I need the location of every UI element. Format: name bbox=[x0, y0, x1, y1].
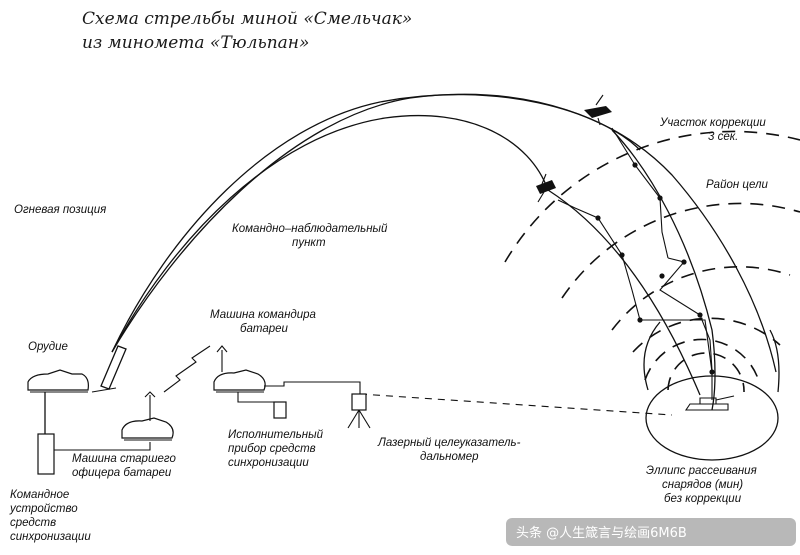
gun-label: Орудие bbox=[28, 341, 68, 353]
target-zone-arcs bbox=[504, 130, 800, 393]
battery-commander-label-2: батареи bbox=[240, 323, 289, 335]
command-sync-device-icon bbox=[37, 392, 55, 475]
dispersion-ellipse bbox=[643, 321, 780, 461]
laser-label-2: дальномер bbox=[420, 451, 479, 463]
tripod-icon bbox=[347, 393, 371, 429]
command-device-label-1: Командное bbox=[10, 489, 69, 501]
ellipse-label-1: Эллипс рассеивания bbox=[646, 465, 757, 477]
correction-paths bbox=[557, 127, 715, 400]
trajectory-lines bbox=[111, 93, 777, 411]
executive-device-label-1: Исполнительный bbox=[228, 429, 324, 441]
executive-device-label-3: синхронизации bbox=[228, 457, 309, 469]
command-device-label-2: устройство bbox=[9, 503, 78, 515]
fire-position-label: Огневая позиция bbox=[14, 204, 106, 216]
senior-officer-vehicle-icon bbox=[54, 391, 174, 451]
battery-commander-vehicle-icon bbox=[213, 345, 361, 404]
command-device-label-4: синхронизации bbox=[10, 531, 91, 543]
gun-vehicle-icon bbox=[27, 369, 89, 393]
correction-label-1: Участок коррекции bbox=[659, 117, 766, 129]
title-line-1: Схема стрельбы миной «Смельчак» bbox=[82, 9, 412, 29]
ellipse-label-2: снарядов (мин) bbox=[662, 479, 743, 491]
executive-sync-device-icon bbox=[273, 401, 287, 419]
mine-projectile-icon bbox=[536, 94, 612, 203]
lightning-icon bbox=[163, 345, 211, 393]
executive-device-label-2: прибор средств bbox=[228, 443, 316, 455]
target-area-label: Район цели bbox=[706, 179, 768, 191]
senior-officer-label-2: офицера батареи bbox=[72, 467, 172, 479]
title-line-2: из миномета «Тюльпан» bbox=[82, 33, 309, 53]
watermark: 头条 @人生箴言与绘画6M6B bbox=[506, 518, 796, 546]
mortar-icon bbox=[91, 345, 127, 393]
battery-commander-label-1: Машина командира bbox=[210, 309, 316, 321]
laser-beam-line bbox=[359, 393, 673, 416]
correction-label-2: 3 сек. bbox=[708, 131, 738, 143]
command-post-label-2: пункт bbox=[292, 237, 326, 249]
watermark-text: 头条 @人生箴言与绘画6M6B bbox=[516, 525, 687, 541]
ellipse-label-3: без коррекции bbox=[664, 493, 742, 505]
command-device-label-3: средств bbox=[10, 517, 56, 529]
senior-officer-label-1: Машина старшего bbox=[72, 453, 176, 465]
command-post-label-1: Командно–наблюдательный bbox=[232, 223, 388, 235]
laser-label-1: Лазерный целеуказатель- bbox=[377, 437, 521, 449]
